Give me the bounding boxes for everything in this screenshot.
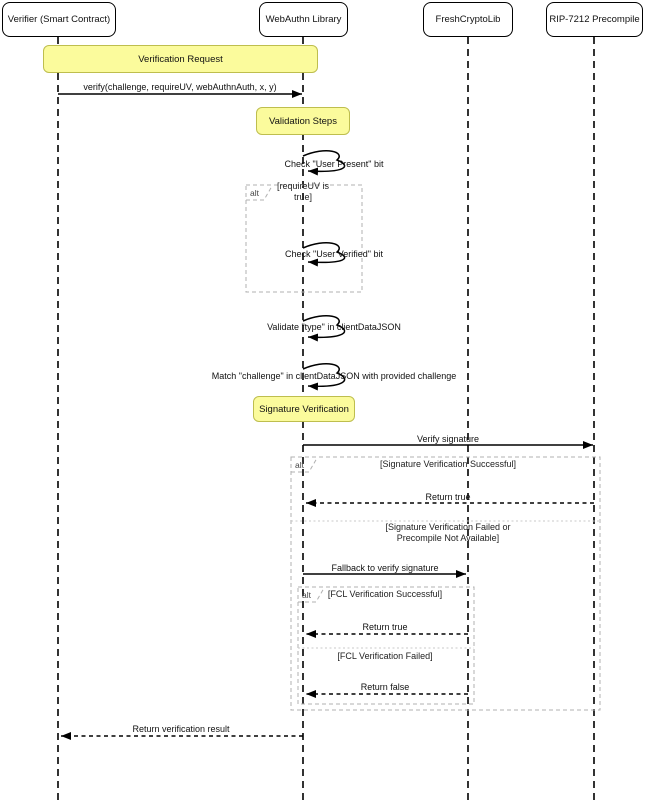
fragment-fcl-alt-operator: alt <box>302 590 311 600</box>
guard-fcl-success: [FCL Verification Successful] <box>327 589 443 599</box>
note-verification-request: Verification Request <box>43 45 318 73</box>
participant-webauthn-library-label: WebAuthn Library <box>265 14 342 25</box>
selfloop-check-user-present <box>302 150 346 176</box>
label-return-false-fcl: Return false <box>360 682 410 692</box>
label-return-true-precompile: Return true <box>425 492 471 502</box>
participant-verifier-label: Verifier (Smart Contract) <box>7 14 111 25</box>
guard-fcl-fail: [FCL Verification Failed] <box>337 651 433 661</box>
note-validation-steps: Validation Steps <box>256 107 350 135</box>
label-verify-signature: Verify signature <box>416 434 480 444</box>
label-fallback-verify: Fallback to verify signature <box>331 563 439 573</box>
label-validate-type: Validate "type" in clientDataJSON <box>267 322 401 332</box>
label-return-result: Return verification result <box>132 724 230 734</box>
label-return-true-fcl: Return true <box>362 622 408 632</box>
fragment-sig-alt-label-border <box>291 457 318 473</box>
participant-freshcryptolib: FreshCryptoLib <box>423 2 513 37</box>
note-validation-steps-label: Validation Steps <box>269 115 337 127</box>
label-verify-call: verify(challenge, requireUV, webAuthnAut… <box>83 82 277 92</box>
note-signature-verification-label: Signature Verification <box>259 403 349 415</box>
fragment-sig-alt-frame <box>290 456 601 711</box>
note-signature-verification: Signature Verification <box>253 396 355 422</box>
participant-rip7212-precompile: RIP-7212 Precompile <box>546 2 643 37</box>
selfloop-check-user-verified <box>302 242 346 267</box>
fragment-uv-alt-label-border <box>246 185 273 201</box>
participant-verifier: Verifier (Smart Contract) <box>2 2 116 37</box>
guard-sig-success: [Signature Verification Successful] <box>379 459 517 469</box>
label-check-user-present: Check "User Present" bit <box>284 159 384 169</box>
fragment-fcl-alt-frame <box>297 586 475 705</box>
label-match-challenge: Match "challenge" in clientDataJSON with… <box>211 371 457 381</box>
selfloop-validate-type <box>302 315 346 342</box>
fragment-fcl-alt-label-border <box>298 587 325 603</box>
participant-rip7212-precompile-label: RIP-7212 Precompile <box>549 14 640 25</box>
guard-sig-fail: [Signature Verification Failed or Precom… <box>385 522 511 543</box>
fragment-sig-alt-operator: alt <box>295 460 304 470</box>
selfloop-match-challenge <box>302 363 346 391</box>
fragment-uv-alt-frame <box>245 184 363 293</box>
note-verification-request-label: Verification Request <box>138 53 223 65</box>
guard-requireuv: [requireUV is true] <box>276 181 330 202</box>
participant-webauthn-library: WebAuthn Library <box>259 2 348 37</box>
label-check-user-verified: Check "User Verified" bit <box>285 249 383 259</box>
fragment-uv-alt-operator: alt <box>250 188 259 198</box>
participant-freshcryptolib-label: FreshCryptoLib <box>435 14 501 25</box>
